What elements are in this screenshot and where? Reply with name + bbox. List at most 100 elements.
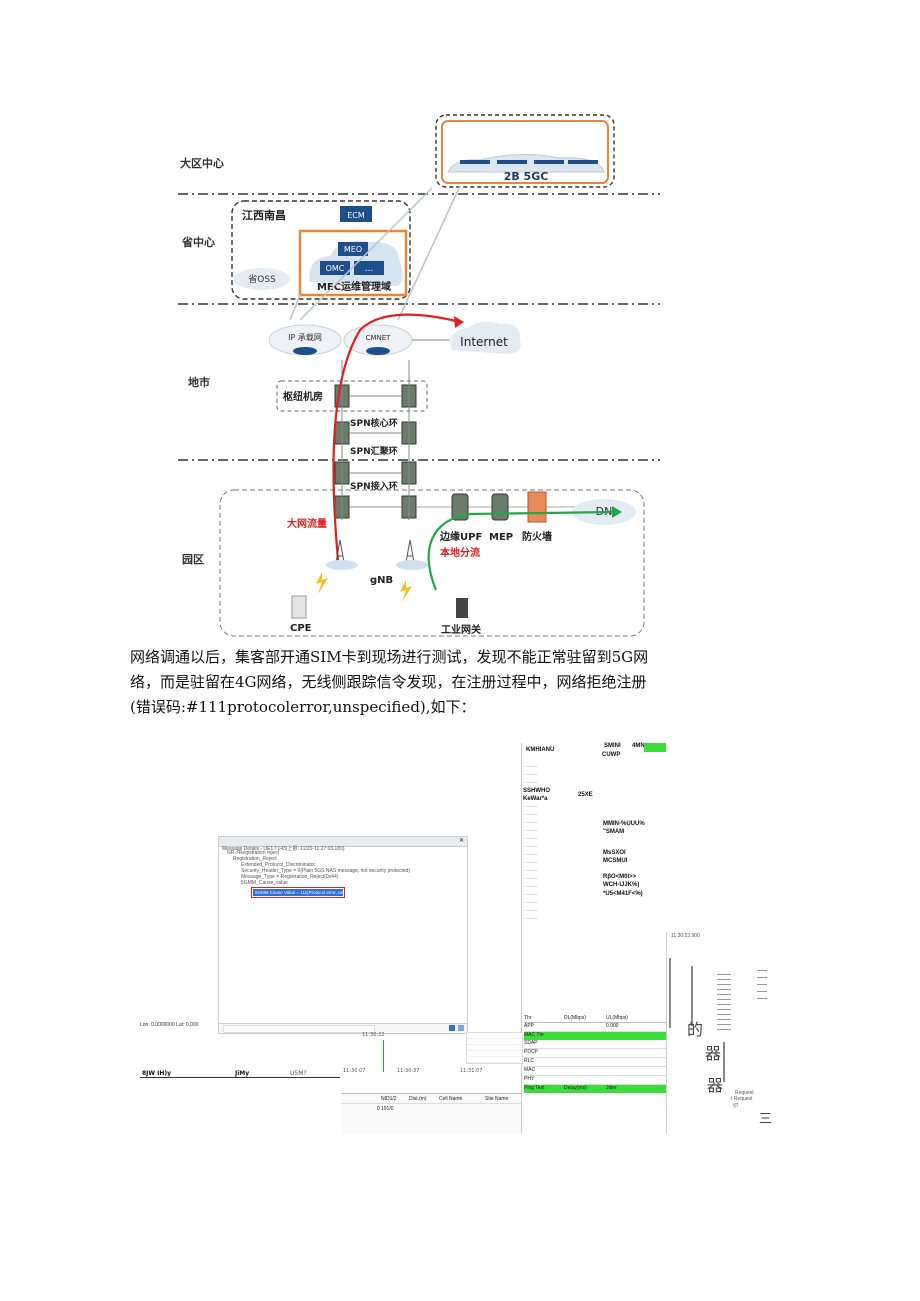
stats-cell: 0.000 xyxy=(606,1023,619,1029)
signal-bolt-icon xyxy=(400,580,412,602)
mep-label: MEP xyxy=(489,532,513,543)
table-row[interactable]: 0 191/0 xyxy=(341,1104,521,1113)
time-label: 11:31:07 xyxy=(460,1068,483,1074)
cause-value-row[interactable]: 5GMM Cause Value = 111(Protocol error, u… xyxy=(253,889,343,896)
stats-header: UL(Mbps) xyxy=(606,1014,628,1021)
timeline: 11:30:22 11:30:07 11:30:37 11:31:07 xyxy=(340,1032,523,1082)
stats-cell: MAC xyxy=(524,1067,536,1073)
signaling-panel: 11:30:23.900 的 器 器 Request t Request §7 … xyxy=(666,932,781,1133)
dots-label: ... xyxy=(365,264,374,274)
close-icon[interactable]: ✕ xyxy=(458,838,464,844)
internet-label: Internet xyxy=(460,335,508,349)
status-text: U5M? xyxy=(290,1070,307,1077)
region-label: 大区中心 xyxy=(180,156,224,170)
core-servers xyxy=(460,160,598,164)
gnb-label: gNB xyxy=(370,575,393,586)
mec-box xyxy=(298,229,408,297)
panel-text: 25XE xyxy=(578,792,593,798)
meo-box xyxy=(338,242,368,256)
panel-text: WCH-IJJK%) xyxy=(603,882,640,888)
green-indicator xyxy=(644,743,666,752)
glyph: 的 xyxy=(687,1022,704,1039)
meo-label: MEO xyxy=(344,245,362,254)
window-title: Message Details - UE1 T143(上报: 11/20-11:… xyxy=(222,846,345,852)
tree-node[interactable]: NR->Registration reject xyxy=(227,850,280,856)
core-label: 2B 5GC xyxy=(504,170,549,183)
omc-label: OMC xyxy=(326,264,345,273)
time-label: 11:30:23.900 xyxy=(671,933,700,939)
panel-text: "SMAM xyxy=(603,829,625,835)
stats-cell xyxy=(564,1023,606,1031)
stats-cell: MAC Thr xyxy=(524,1032,544,1038)
signal-bolt-icon xyxy=(316,572,328,594)
stats-footer: Ping Test xyxy=(524,1085,545,1091)
tree-node[interactable]: Extended_Protocol_Discriminator xyxy=(241,862,316,868)
cmnet-router-icon xyxy=(366,347,390,355)
highlight-box[interactable]: 5GMM Cause Value = 111(Protocol error, u… xyxy=(251,887,345,898)
hub-room-box xyxy=(276,380,428,412)
stats-footer: Jitter xyxy=(606,1085,617,1091)
panel-text: RβO<M0l>> xyxy=(603,874,637,880)
window-titlebar: Message Details - UE1 T143(上报: 11/20-11:… xyxy=(219,837,467,852)
message-details-window[interactable]: Message Details - UE1 T143(上报: 11/20-11:… xyxy=(218,836,468,1024)
stats-cell: APP xyxy=(524,1023,535,1029)
tree-node[interactable]: Security_Header_Type = 0(Plain 5GS NAS m… xyxy=(241,868,411,874)
network-diagram: 大区中心 省中心 地市 园区 2B 5GC 江西南昌 ECM MEO OMC .… xyxy=(178,114,660,637)
col-header: Cell Name xyxy=(439,1095,463,1102)
panel-text: KeWar*a xyxy=(523,796,548,802)
status-text: 8JW IH)y xyxy=(142,1070,172,1077)
stats-cell: PHY xyxy=(524,1076,535,1082)
map-status-bar: Lon: 0.0000000 Lat: 0.000 xyxy=(140,1022,218,1032)
firewall-icon xyxy=(527,491,547,523)
oss-label: 省OSS xyxy=(248,273,276,285)
ip-router-icon xyxy=(293,347,317,355)
panel-text: *U5<M41F<%) xyxy=(603,891,643,897)
panel-text: CUWP xyxy=(602,752,621,758)
tree-node[interactable]: Registration_Reject xyxy=(233,856,277,862)
ecm-box xyxy=(340,206,372,222)
params-panel: KMHIANU SMINI 4MN CUWP SSHWHO KeWar*a 25… xyxy=(521,743,668,1133)
glyph: 器 xyxy=(707,1078,724,1095)
gateway-icon xyxy=(456,598,468,618)
region-label: 地市 xyxy=(188,375,210,389)
panel-text: 4MN xyxy=(632,743,645,749)
time-label: 11:30:07 xyxy=(343,1068,366,1074)
panel-text: MCSMUI xyxy=(603,858,628,864)
province-box xyxy=(231,200,411,300)
internet-cloud xyxy=(450,321,521,354)
cpe-label: CPE xyxy=(290,623,312,634)
big-net-flow-label: 大网流量 xyxy=(287,517,327,530)
spn-access-label: SPN接入环 xyxy=(350,480,398,492)
dots-box xyxy=(354,261,384,275)
paragraph-line: 络，而是驻留在4G网络，无线侧跟踪信令发现，在注册过程中，网络拒绝注册 xyxy=(130,673,647,691)
park-box xyxy=(219,489,645,637)
omc-box xyxy=(320,261,350,275)
panel-row-list xyxy=(524,759,538,919)
coord-readout: Lon: 0.0000000 Lat: 0.000 xyxy=(140,1022,199,1028)
neighbor-table: NID1/2 Dist.(m) Cell Name Site Name 0 19… xyxy=(341,1093,521,1134)
time-label: 11:30:22 xyxy=(362,1032,385,1038)
col-header: NID1/2 xyxy=(381,1095,397,1102)
tree-node[interactable]: 5GMM_Cause_value xyxy=(241,880,288,886)
col-header: Dist.(m) xyxy=(409,1095,427,1102)
search-icon[interactable] xyxy=(449,1025,455,1031)
panel-text: SMINI xyxy=(604,743,621,749)
mini-grid xyxy=(466,1032,523,1064)
province-label: 江西南昌 xyxy=(242,208,286,222)
settings-icon[interactable] xyxy=(458,1025,464,1031)
signal-label: §7 xyxy=(733,1103,739,1109)
signal-label: Request xyxy=(735,1090,754,1096)
local-offload-label: 本地分流 xyxy=(440,546,480,559)
region-label: 省中心 xyxy=(181,235,215,249)
ecm-label: ECM xyxy=(347,211,365,220)
stats-cell: PDCP xyxy=(524,1049,538,1055)
spn-agg-label: SPN汇聚环 xyxy=(350,445,398,457)
glyph: 器 xyxy=(705,1046,722,1063)
search-bar[interactable] xyxy=(218,1023,468,1034)
divider xyxy=(140,1077,340,1078)
stats-header: DL(Mbps) xyxy=(564,1014,586,1021)
edge-upf-label: 边缘UPF xyxy=(439,530,482,543)
stats-table: Thr DL(Mbps) UL(Mbps) APP 0.000 MAC Thr … xyxy=(524,1013,666,1093)
tree-node[interactable]: Message_Type = Registration_Reject(0x44) xyxy=(241,874,339,880)
panel-text: MsSXOI xyxy=(603,850,626,856)
